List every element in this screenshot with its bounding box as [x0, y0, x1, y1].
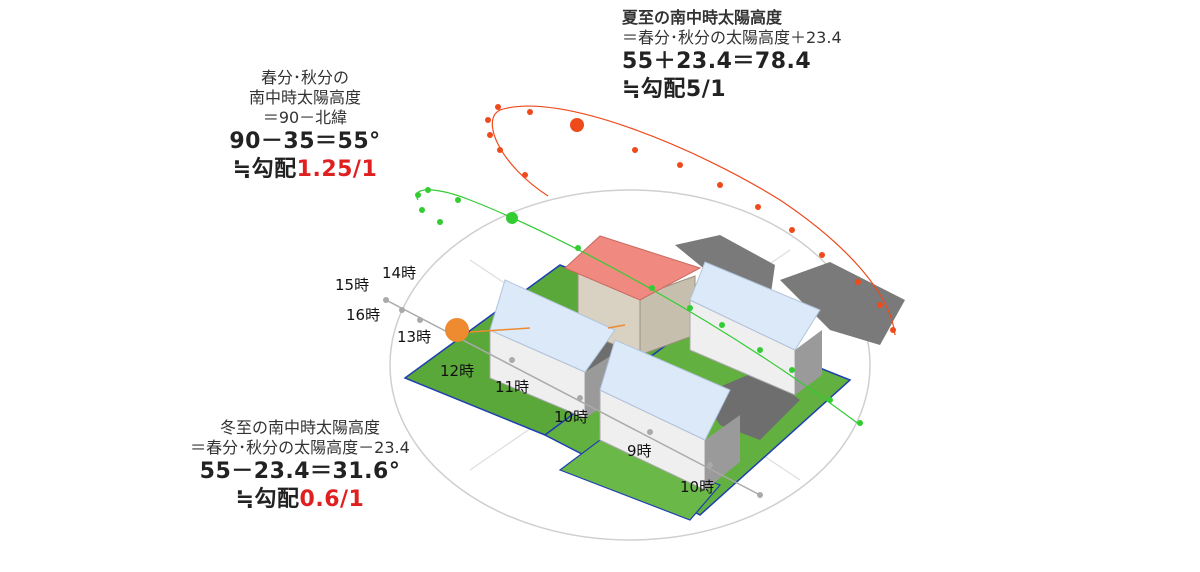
hour-label-14: 14時: [382, 264, 416, 282]
winter-sun-ray: [469, 327, 531, 333]
horizon-ellipse: [389, 189, 871, 541]
winter-calc: 55－23.4＝31.6°: [199, 459, 401, 484]
equinox-sun-path: [416, 189, 861, 426]
equinox-slope-prefix: ≒勾配: [232, 156, 297, 182]
summer-slope: ≒勾配5/1: [622, 76, 727, 102]
summer-sun-dots: [485, 104, 896, 333]
hour-label-15: 15時: [335, 276, 369, 294]
winter-slope-value: 0.6/1: [299, 486, 365, 512]
summer-noon-sun: [570, 118, 584, 132]
hour-label-11: 11時: [495, 378, 529, 396]
equinox-line3: ＝90－北緯: [262, 108, 348, 127]
equinox-slope: ≒勾配1.25/1: [205, 156, 405, 184]
winter-noon-sun: [445, 318, 469, 342]
winter-annotation: 冬至の南中時太陽高度 ＝春分･秋分の太陽高度－23.4 55－23.4＝31.6…: [140, 418, 460, 513]
house-left-roof: [489, 279, 616, 373]
equinox-slope-value: 1.25/1: [296, 156, 378, 182]
equinox-line2: 南中時太陽高度: [248, 88, 361, 107]
hour-label-13: 13時: [397, 328, 431, 346]
equinox-noon-sun: [506, 212, 518, 224]
hour-label-9: 9時: [627, 442, 652, 460]
apartment-roof: [564, 235, 702, 301]
winter-sun-dots: [383, 297, 763, 498]
hour-label-10b: 10時: [680, 478, 714, 496]
summer-formula: ＝春分･秋分の太陽高度＋23.4: [622, 28, 842, 47]
summer-calc: 55＋23.4＝78.4: [622, 49, 812, 74]
house-front-roof: [599, 339, 731, 441]
equinox-sun-dots: [415, 187, 863, 426]
lawn-plot-front-left: [558, 439, 722, 521]
hour-label-10a: 10時: [554, 408, 588, 426]
hour-label-12: 12時: [440, 362, 474, 380]
summer-title: 夏至の南中時太陽高度: [622, 8, 783, 27]
house-right-roof: [689, 261, 821, 351]
equinox-line1: 春分･秋分の: [260, 68, 349, 87]
equinox-calc: 90－35＝55°: [229, 129, 381, 154]
winter-title: 冬至の南中時太陽高度: [219, 418, 380, 437]
summer-annotation: 夏至の南中時太陽高度 ＝春分･秋分の太陽高度＋23.4 55＋23.4＝78.4…: [622, 8, 922, 103]
building-shadow: [780, 262, 905, 345]
hour-label-16: 16時: [346, 306, 380, 324]
winter-slope: ≒勾配0.6/1: [140, 486, 460, 514]
house-right-gable: [795, 330, 822, 395]
winter-sun-ray: [607, 324, 626, 329]
summer-sun-path: [491, 105, 896, 336]
winter-formula: ＝春分･秋分の太陽高度－23.4: [190, 438, 410, 457]
winter-slope-prefix: ≒勾配: [235, 486, 300, 512]
equinox-annotation: 春分･秋分の 南中時太陽高度 ＝90－北緯 90－35＝55° ≒勾配1.25/…: [205, 68, 405, 183]
